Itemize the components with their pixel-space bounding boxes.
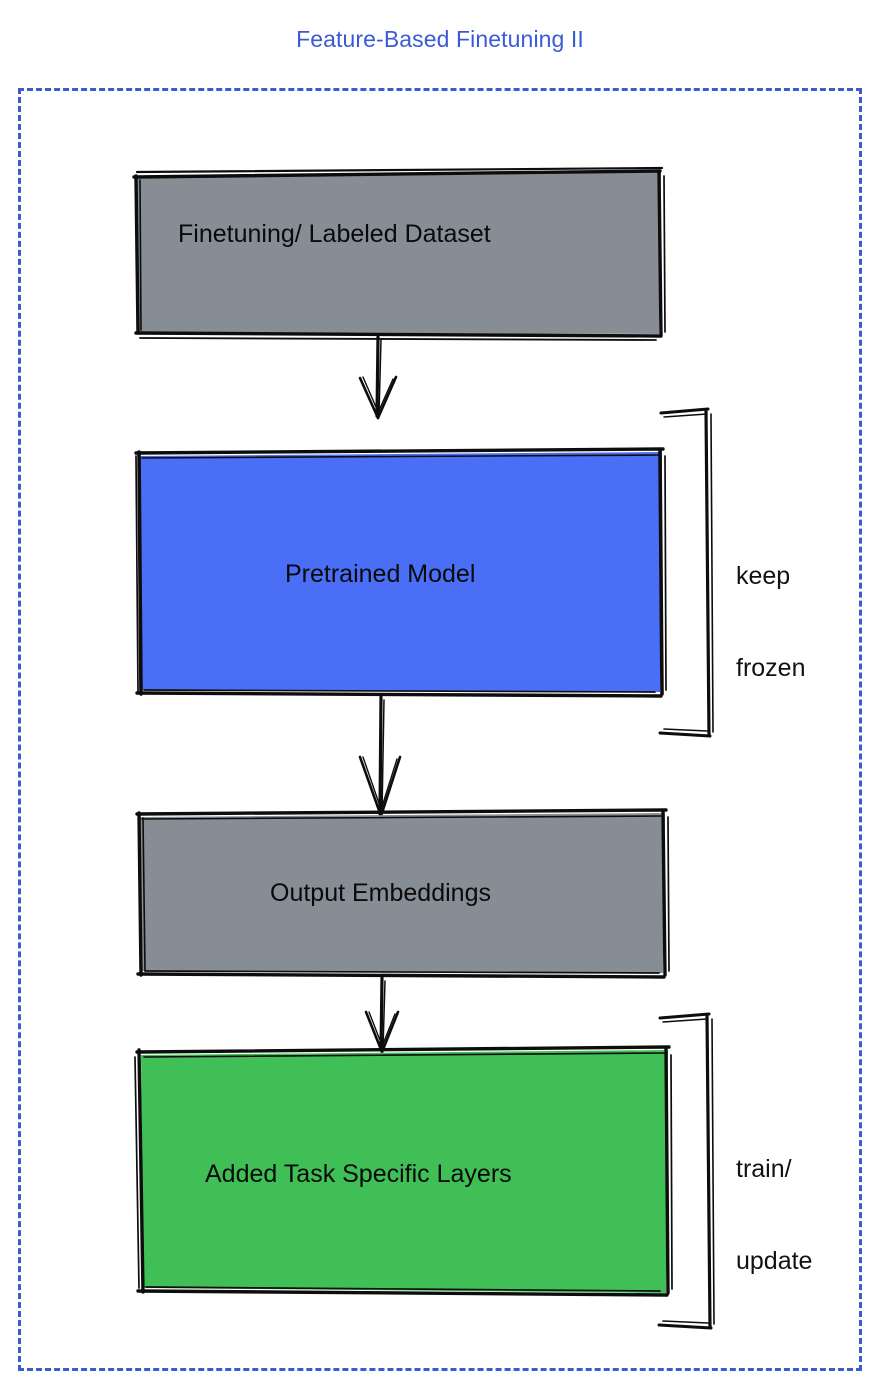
dashed-boundary-frame [18, 88, 862, 1371]
annotation-keep-frozen: keep frozen [736, 500, 805, 744]
annotation-keep-frozen-line1: keep [736, 562, 791, 590]
annotation-train-update-line2: update [736, 1246, 813, 1275]
annotation-train-update-line1: train/ [736, 1155, 792, 1183]
annotation-train-update: train/ update [736, 1093, 812, 1337]
annotation-keep-frozen-line2: frozen [736, 653, 806, 682]
page-title: Feature-Based Finetuning II [296, 26, 584, 52]
